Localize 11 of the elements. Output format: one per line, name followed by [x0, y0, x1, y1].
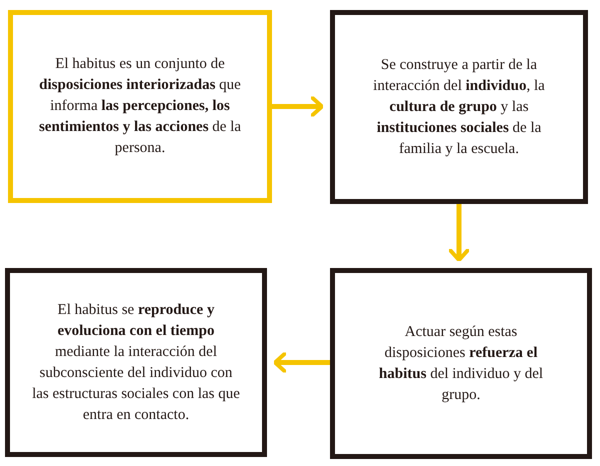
arrow: [273, 352, 330, 374]
text-box: [5, 268, 267, 457]
box-text: Actuar según estas disposiciones refuerza el habitus del individuo y del grupo.: [378, 322, 544, 404]
text-box: [8, 10, 272, 203]
box-text: El habitus se reproduce y evoluciona con el tiempo mediante la interacción del subconsciente del individuo con las estructuras sociales con las que entra en contacto.: [31, 300, 241, 424]
text-box: [330, 268, 592, 459]
text-box: [330, 10, 588, 204]
arrow: [272, 96, 324, 118]
box-text: El habitus es un conjunto de disposiciones interiorizadas que informa las percepciones, los sentimientos y las acciones de la persona.: [38, 55, 242, 158]
box-text: Se construye a partir de la interacción del individuo, la cultura de grupo y las instituciones sociales de la familia y la escuela.: [372, 56, 546, 158]
arrow: [448, 204, 470, 262]
